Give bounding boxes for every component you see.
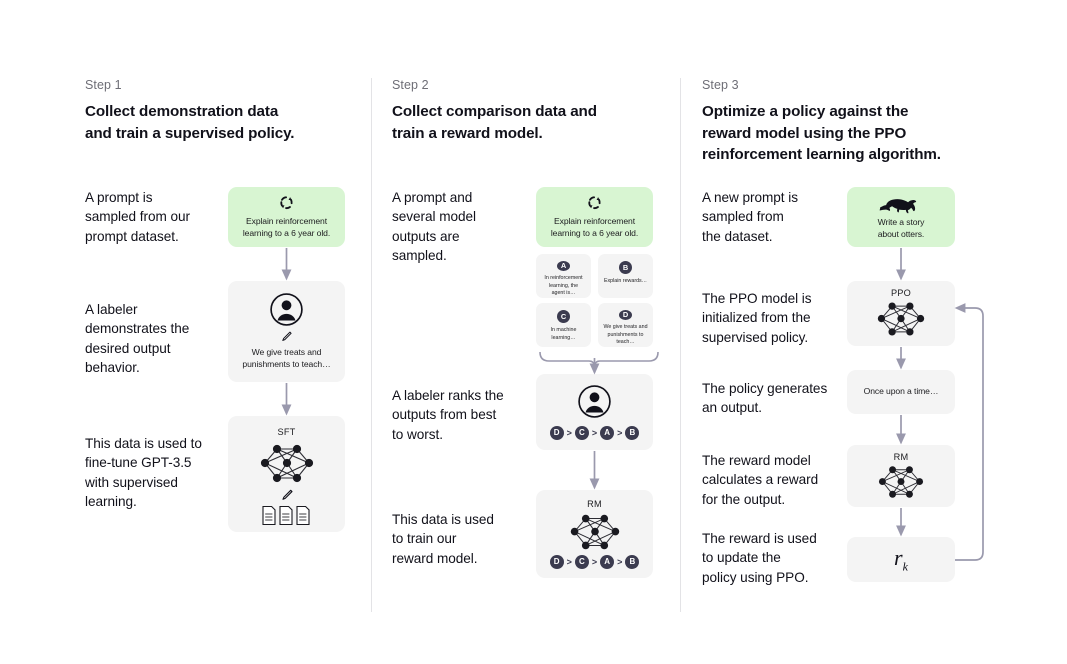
neural-net-icon	[876, 299, 926, 339]
step-3-caption-5: The reward is used to update the policy …	[702, 531, 817, 585]
step-3-output-text: Once upon a time…	[863, 386, 939, 397]
rank-badge-1: D	[549, 426, 564, 440]
output-text-c: In machine learning…	[550, 327, 577, 341]
step-3-new-prompt-text: Write a story about otters.	[877, 217, 925, 239]
step-3-ppo-caption: PPO	[890, 288, 911, 298]
rank-gt-3: >	[617, 428, 623, 438]
step-3-label: Step 3	[702, 78, 739, 92]
output-badge-d: D	[619, 310, 632, 320]
reward-symbol-subscript: k	[902, 559, 908, 574]
step-3-new-prompt-card[interactable]: Write a story about otters.	[847, 187, 955, 247]
output-badge-a: A	[557, 261, 570, 271]
output-text-b: Explain rewards…	[604, 278, 647, 284]
step-3-column: Step 3 Optimize a policy against the rew…	[702, 78, 992, 612]
step-3-caption-4: The reward model calculates a reward for…	[702, 453, 819, 507]
step-2-output-card-d[interactable]: D We give treats and punishments to teac…	[598, 303, 653, 347]
step-1-labeler-card[interactable]: We give treats and punishments to teach…	[228, 281, 345, 382]
step-1-prompt-card[interactable]: Explain reinforcement learning to a 6 ye…	[228, 187, 345, 247]
step-2-column: Step 2 Collect comparison data and train…	[392, 78, 682, 612]
rm-rank-badge-4: B	[625, 555, 640, 569]
pencil-icon	[280, 330, 293, 343]
refresh-dashed-icon	[586, 194, 603, 211]
person-avatar-icon	[269, 292, 304, 327]
step-1-caption-3: This data is used to fine-tune GPT-3.5 w…	[85, 436, 202, 509]
step-3-caption-1: A new prompt is sampled from the dataset…	[702, 190, 798, 244]
step-1-column: Step 1 Collect demonstration data and tr…	[85, 78, 375, 612]
column-divider-2	[680, 78, 681, 612]
neural-net-icon	[259, 441, 315, 486]
step-3-rm-card[interactable]: RM	[847, 445, 955, 507]
step-3-ppo-card[interactable]: PPO	[847, 281, 955, 346]
refresh-dashed-icon	[278, 194, 295, 211]
rm-rank-gt-3: >	[617, 557, 623, 567]
rm-rank-gt-1: >	[566, 557, 572, 567]
rank-gt-2: >	[591, 428, 598, 438]
rank-badge-4: B	[625, 426, 640, 440]
neural-net-icon	[877, 463, 925, 501]
step-3-rm-caption: RM	[893, 452, 909, 462]
step-3-caption-3: The policy generates an output.	[702, 381, 828, 416]
rm-rank-gt-2: >	[591, 557, 598, 567]
step-2-ranking-card[interactable]: D > C > A > B	[536, 374, 653, 450]
step-2-output-card-a[interactable]: A In reinforcement learning, the agent i…	[536, 254, 591, 298]
pencil-icon	[280, 488, 294, 502]
step-1-prompt-text: Explain reinforcement learning to a 6 ye…	[242, 216, 331, 238]
step-3-caption-2: The PPO model is initialized from the su…	[702, 291, 812, 345]
reward-symbol-base: r	[894, 544, 903, 570]
step-1-labeler-text: We give treats and punishments to teach…	[242, 347, 331, 369]
step-2-caption-3: This data is used to train our reward mo…	[392, 512, 494, 566]
step-1-sft-card[interactable]: SFT	[228, 416, 345, 532]
step-2-rm-card[interactable]: RM D >	[536, 490, 653, 578]
reward-symbol: rk	[894, 545, 908, 574]
rank-gt-1: >	[566, 428, 572, 438]
step-3-reward-card[interactable]: rk	[847, 537, 955, 582]
output-badge-c: C	[557, 310, 570, 323]
rm-rank-badge-2: C	[574, 555, 589, 569]
output-badge-b: B	[619, 261, 632, 274]
output-text-d: We give treats and punishments to teach…	[603, 323, 648, 346]
person-avatar-icon	[577, 384, 612, 419]
step-3-title: Optimize a policy against the reward mod…	[702, 103, 941, 164]
ranking-row-labeler: D > C > A > B	[549, 426, 640, 440]
step-2-caption-1: A prompt and several model outputs are s…	[392, 190, 476, 263]
step-1-sft-caption: SFT	[277, 427, 296, 437]
output-text-a: In reinforcement learning, the agent is…	[544, 274, 583, 297]
column-divider-1	[371, 78, 372, 612]
step-1-caption-1: A prompt is sampled from our prompt data…	[85, 190, 190, 244]
step-1-title: Collect demonstration data and train a s…	[85, 103, 295, 142]
step-2-prompt-card[interactable]: Explain reinforcement learning to a 6 ye…	[536, 187, 653, 247]
step-2-label: Step 2	[392, 78, 429, 92]
otter-icon	[878, 193, 924, 214]
ranking-row-rm: D > C > A > B	[549, 555, 640, 569]
step-3-output-card[interactable]: Once upon a time…	[847, 370, 955, 414]
rank-badge-3: A	[600, 426, 615, 440]
rm-rank-badge-3: A	[600, 555, 615, 569]
documents-icon	[261, 505, 312, 526]
step-1-caption-2: A labeler demonstrates the desired outpu…	[85, 302, 190, 375]
step-2-caption-2: A labeler ranks the outputs from best to…	[392, 388, 504, 442]
step-2-output-card-b[interactable]: B Explain rewards…	[598, 254, 653, 298]
rm-rank-badge-1: D	[549, 555, 564, 569]
step-2-prompt-text: Explain reinforcement learning to a 6 ye…	[550, 216, 639, 238]
step-2-title: Collect comparison data and train a rewa…	[392, 103, 597, 142]
step-1-label: Step 1	[85, 78, 122, 92]
step-2-rm-caption: RM	[587, 499, 602, 509]
neural-net-icon	[569, 511, 621, 553]
rank-badge-2: C	[574, 426, 589, 440]
step-2-output-card-c[interactable]: C In machine learning…	[536, 303, 591, 347]
